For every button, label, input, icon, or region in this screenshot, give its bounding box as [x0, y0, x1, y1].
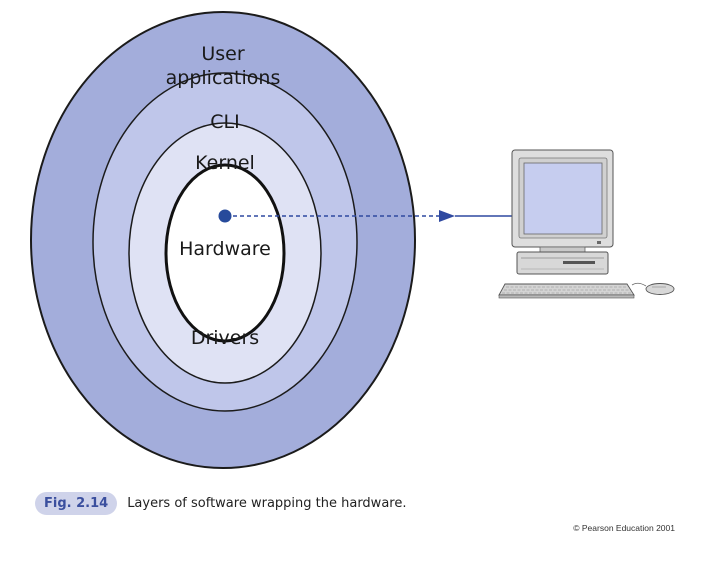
user-applications-label: User applications — [165, 43, 281, 89]
drivers-label: Drivers — [190, 327, 260, 349]
figure-caption: Fig. 2.14 Layers of software wrapping th… — [35, 490, 406, 516]
hardware-label: Hardware — [179, 238, 271, 260]
hardware-connection-dot — [218, 209, 232, 223]
arrowhead-icon — [439, 210, 455, 222]
figure-caption-text: Layers of software wrapping the hardware… — [127, 495, 407, 511]
figure-number-badge: Fig. 2.14 — [35, 491, 118, 515]
copyright-notice: © Pearson Education 2001 — [573, 523, 675, 533]
desktop-computer-icon — [498, 149, 675, 299]
hardware-core — [164, 163, 286, 343]
kernel-label: Kernel — [195, 152, 255, 174]
cli-label: CLI — [210, 111, 240, 133]
